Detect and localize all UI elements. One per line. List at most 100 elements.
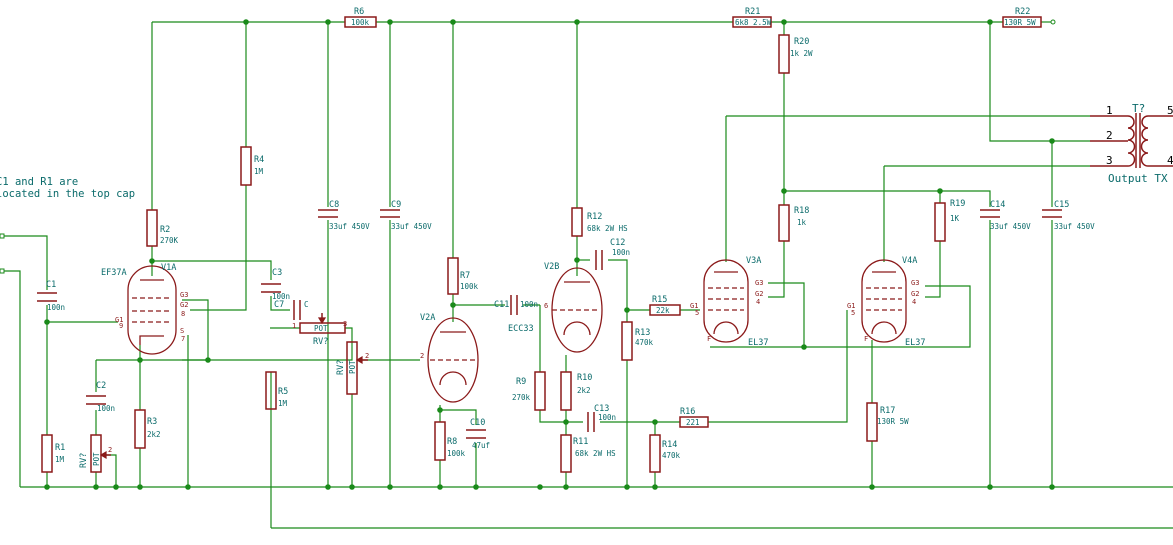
r15-ref: R15 bbox=[652, 295, 667, 305]
r14-ref: R14 bbox=[662, 440, 677, 450]
transformer-pin-5: 5 bbox=[1167, 104, 1173, 117]
r5-value: 1M bbox=[278, 399, 288, 408]
c9-ref: C9 bbox=[391, 200, 401, 210]
junctions bbox=[44, 19, 1055, 490]
capacitor-c8: C8 33uf 450V bbox=[318, 200, 370, 231]
capacitor-c15: C15 33uf 450V bbox=[1042, 200, 1095, 231]
c15-value: 33uf 450V bbox=[1054, 222, 1095, 231]
pot-bias-value: POT bbox=[348, 360, 357, 374]
r12-value: 68k 2W HS bbox=[587, 224, 628, 233]
pin-6: 6 bbox=[544, 302, 548, 310]
input-connector-2 bbox=[0, 268, 5, 274]
resistor-r14: R14 470k bbox=[649, 434, 681, 473]
pot-bias-ref: RV? bbox=[336, 360, 346, 375]
pin-4b: 4 bbox=[912, 298, 916, 306]
pin-8: 8 bbox=[181, 310, 185, 318]
c11-value: 100n bbox=[520, 300, 538, 309]
r19-value: 1K bbox=[950, 214, 960, 223]
v1a-pin-s: S bbox=[180, 327, 184, 335]
tube-v4a: V4A EL37 G3 G2 G1 F bbox=[847, 256, 925, 348]
v2a-ref: V2A bbox=[420, 313, 435, 323]
v4a-pin-g2: G2 bbox=[911, 290, 919, 298]
pin-7: 7 bbox=[181, 335, 185, 343]
note-line-2: located in the top cap bbox=[0, 188, 135, 200]
v4a-type: EL37 bbox=[905, 338, 925, 348]
r11-value: 68k 2W HS bbox=[575, 449, 616, 458]
r8-ref: R8 bbox=[447, 437, 457, 447]
resistor-r13: R13 470k bbox=[621, 321, 654, 361]
resistor-r17: R17 130R 5W bbox=[866, 402, 909, 442]
v1a-pin-g3: G3 bbox=[180, 291, 188, 299]
v1a-ref: V1A bbox=[161, 263, 176, 273]
resistor-r18: R18 1k bbox=[778, 204, 809, 242]
c15-ref: C15 bbox=[1054, 200, 1069, 210]
pin-vol-1: 1 bbox=[292, 322, 296, 330]
c3-ref: C3 bbox=[272, 268, 282, 278]
resistor-r19: R19 1K bbox=[934, 199, 965, 242]
tube-v2a: V2A ECC33 bbox=[420, 313, 534, 403]
tube-v3a: V3A EL37 G3 G2 G1 F bbox=[690, 256, 768, 348]
r11-ref: R11 bbox=[573, 437, 588, 447]
v4a-ref: V4A bbox=[902, 256, 917, 266]
c10-ref: C10 bbox=[470, 418, 485, 428]
r18-value: 1k bbox=[797, 218, 807, 227]
transformer-pin-4: 4 bbox=[1167, 154, 1173, 167]
r7-ref: R7 bbox=[460, 271, 470, 281]
v3a-type: EL37 bbox=[748, 338, 768, 348]
c14-value: 33uf 450V bbox=[990, 222, 1031, 231]
c8-ref: C8 bbox=[329, 200, 339, 210]
tube-v2b: V2B bbox=[544, 262, 603, 353]
resistor-r20: R20 1k 2W bbox=[778, 34, 813, 74]
c7-ref: C7 bbox=[274, 300, 284, 310]
pot-tone-ref: RV? bbox=[79, 453, 89, 468]
r4-ref: R4 bbox=[254, 155, 264, 165]
v2b-ref: V2B bbox=[544, 262, 559, 272]
pot-tone-value: POT bbox=[92, 452, 101, 466]
r1-value: 1M bbox=[55, 455, 65, 464]
r14-value: 470k bbox=[662, 451, 681, 460]
r13-value: 470k bbox=[635, 338, 654, 347]
r19-ref: R19 bbox=[950, 199, 965, 209]
c14-ref: C14 bbox=[990, 200, 1005, 210]
capacitor-c3: C3 100n bbox=[261, 268, 290, 301]
resistor-r10: R10 2k2 bbox=[560, 371, 592, 411]
capacitor-c13: C13 100n bbox=[587, 404, 616, 432]
v2a-type: ECC33 bbox=[508, 324, 534, 334]
resistor-r11: R11 68k 2W HS bbox=[560, 434, 616, 473]
v3a-pin-f: F bbox=[707, 335, 711, 343]
r12-ref: R12 bbox=[587, 212, 602, 222]
c1-value: 100n bbox=[47, 303, 65, 312]
v3a-pin-g2: G2 bbox=[755, 290, 763, 298]
resistor-r1: R1 1M bbox=[41, 434, 65, 473]
v1a-pin-g1: G1 bbox=[115, 316, 123, 324]
r22-ref: R22 bbox=[1015, 7, 1030, 17]
pot-volume: POT RV? bbox=[299, 313, 346, 347]
pot-volume-ref: RV? bbox=[313, 337, 328, 347]
v1a-pin-g2: G2 bbox=[180, 301, 188, 309]
r15-value: 22k bbox=[656, 306, 670, 315]
c12-value: 100n bbox=[612, 248, 630, 257]
v4a-pin-g1: G1 bbox=[847, 302, 855, 310]
r13-ref: R13 bbox=[635, 328, 650, 338]
bplus-connector bbox=[1050, 19, 1056, 25]
c10-value: 47uf bbox=[472, 441, 490, 450]
capacitor-c7: C7 C bbox=[274, 300, 309, 320]
resistor-r6: R6 100k bbox=[344, 7, 377, 28]
r7-value: 100k bbox=[460, 282, 479, 291]
r21-value: 6k8 2.5W bbox=[735, 18, 772, 27]
output-transformer: T? Output TX 1 2 3 5 4 bbox=[1090, 102, 1173, 185]
capacitor-c12: C12 100n bbox=[595, 238, 630, 270]
r18-ref: R18 bbox=[794, 206, 809, 216]
r3-value: 2k2 bbox=[147, 430, 161, 439]
r9-ref: R9 bbox=[516, 377, 526, 387]
v1a-type: EF37A bbox=[101, 268, 127, 278]
r8-value: 100k bbox=[447, 449, 466, 458]
c7-value: C bbox=[304, 300, 309, 309]
transformer-ref: T? bbox=[1132, 102, 1145, 115]
transformer-pin-2: 2 bbox=[1106, 129, 1113, 142]
transformer-label: Output TX bbox=[1108, 172, 1168, 185]
pin-vol-3: 3 bbox=[343, 320, 347, 328]
c13-ref: C13 bbox=[594, 404, 609, 414]
r4-value: 1M bbox=[254, 167, 264, 176]
resistor-r8: R8 100k bbox=[434, 421, 466, 461]
